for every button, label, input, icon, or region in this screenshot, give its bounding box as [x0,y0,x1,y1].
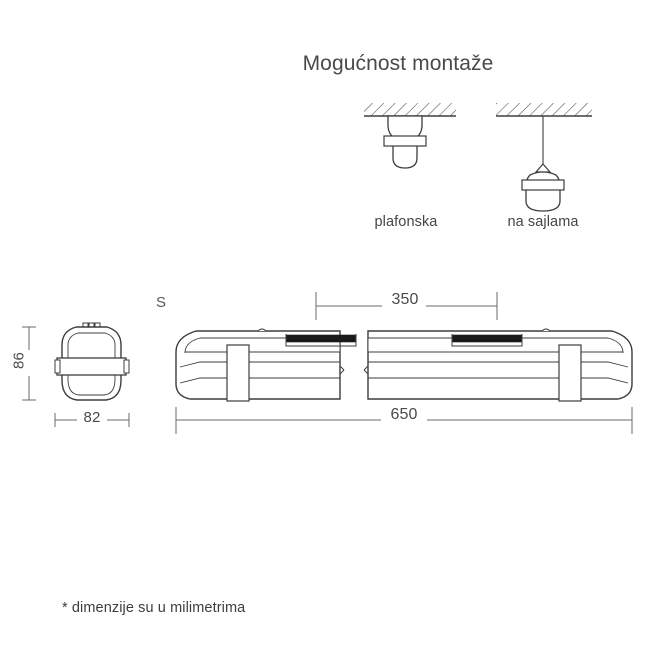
end-cap-nub-left [257,328,267,332]
mounting-option-label-plafonska: plafonska [374,214,438,230]
end-view-cross-section [54,322,130,401]
dimension-text-mask [22,350,37,376]
mounting-diagram-plafonska [364,103,456,169]
dimension-width-82 [54,410,130,430]
led-strip-right [451,334,523,343]
dimension-text-mask [382,295,426,317]
mounting-option-label-na-sajlama: na sajlama [507,214,579,230]
dimension-height-86 [22,326,37,401]
end-cap-nub-right [541,328,551,332]
fixture-clamp-band-ceiling [383,135,427,147]
led-strip-left [285,334,357,343]
side-view-right-half [367,328,633,402]
ceiling-hatch-icon [496,103,592,116]
footnote-units: * dimenzije su u milimetrima [62,600,246,616]
end-view-inner-outline [67,332,116,396]
mounting-clip-right [558,344,582,402]
ceiling-hatch-icon [364,103,456,116]
dimension-length-650 [175,407,633,434]
dimension-value-650: 650 [390,406,418,423]
break-mark [339,369,345,375]
side-view-left-half [175,328,357,402]
led-strip-frame-right [451,334,523,347]
housing-ridge-upper-right [368,361,629,368]
break-mark [339,365,345,371]
dimension-text-mask [77,410,107,430]
fixture-clamp-band-suspended [521,179,565,191]
housing-ridge-lower-right [368,377,629,384]
end-view-clamp-band [56,357,127,376]
section-label-s: S [156,294,167,311]
dimension-length-350 [315,292,498,320]
dimension-value-86: 86 [10,352,28,369]
dimension-text-mask [381,410,427,431]
housing-ridge-upper-left [179,361,340,368]
housing-ridge-lower-left [179,377,340,384]
dimension-value-82: 82 [83,409,101,426]
dimension-value-350: 350 [391,291,419,308]
clamp-ear-right [123,359,130,374]
clamp-ear-left [54,359,61,374]
mounting-diagram-na-sajlama [496,103,592,212]
page-title: Mogućnost montaže [302,52,494,75]
fixture-body-suspended [525,171,561,212]
break-line-center [339,365,369,375]
led-strip-frame-left [285,334,357,347]
cable-bracket-icon [534,163,552,173]
mounting-clip-left [226,344,250,402]
